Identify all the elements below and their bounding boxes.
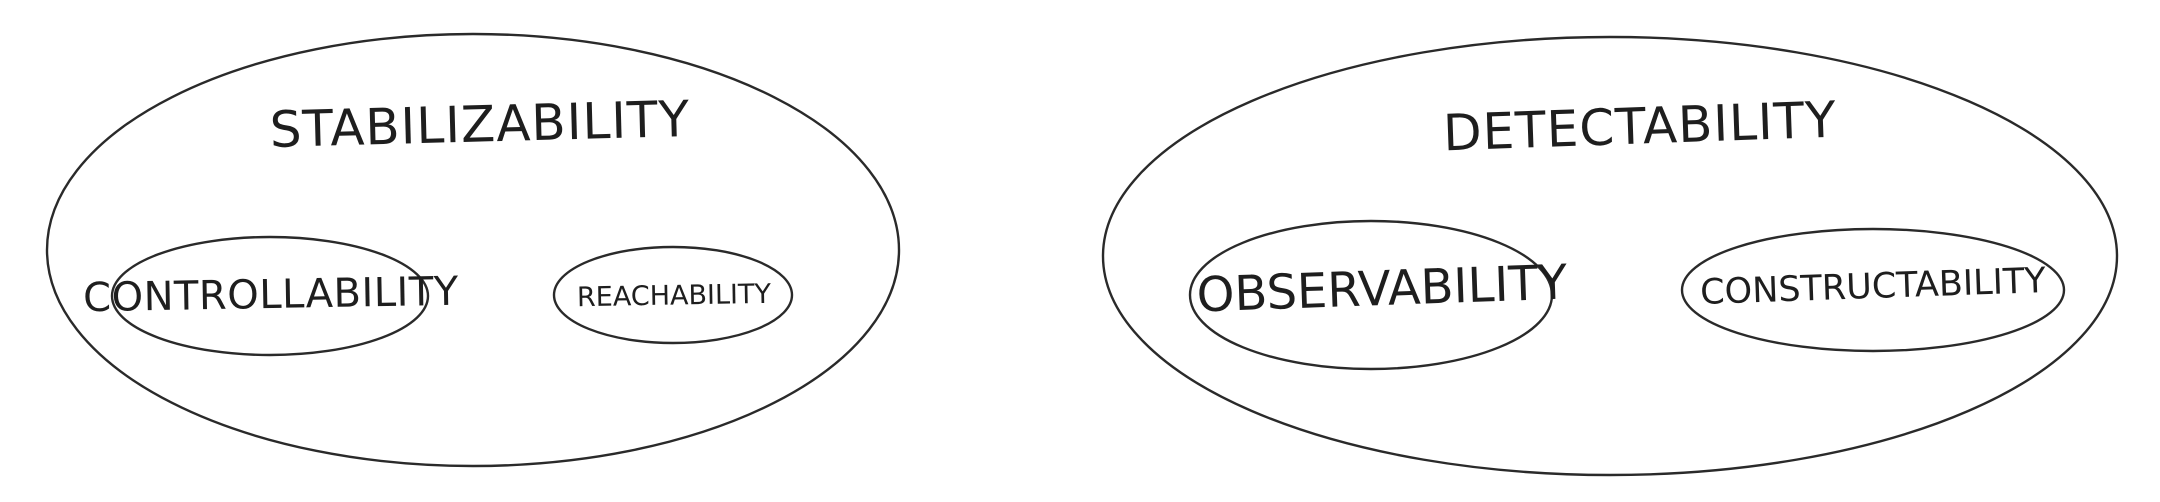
controllability-label: CONTROLLABILITY (83, 269, 459, 322)
observability-ellipse (1188, 219, 1554, 371)
constructability-ellipse (1680, 227, 2066, 353)
observability-label: OBSERVABILITY (1196, 255, 1569, 324)
constructability-label: CONSTRUCTABILITY (1700, 261, 2047, 313)
stabilizability-label: STABILIZABILITY (269, 90, 691, 159)
controllability-ellipse (110, 235, 430, 357)
reachability-ellipse (552, 245, 794, 345)
group-stabilizability: STABILIZABILITY CONTROLLABILITY REACHABI… (45, 32, 901, 468)
stabilizability-outer-ellipse (45, 32, 901, 468)
reachability-label: REACHABILITY (577, 279, 772, 313)
group-detectability: DETECTABILITY OBSERVABILITY CONSTRUCTABI… (1101, 35, 2119, 477)
detectability-label: DETECTABILITY (1442, 91, 1838, 163)
detectability-outer-ellipse (1101, 35, 2119, 477)
